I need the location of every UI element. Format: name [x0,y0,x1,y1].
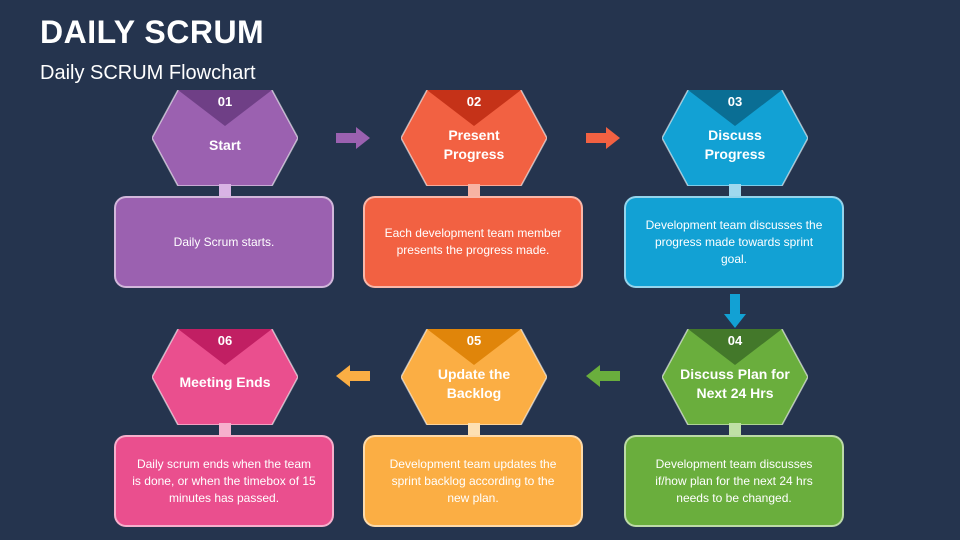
step-5-description: Development team updates the sprint back… [363,435,583,527]
page-title: DAILY SCRUM [40,14,265,50]
step-5-connector [468,423,480,437]
arrow-right-icon [336,127,370,149]
step-6-hexagon [152,329,298,425]
step-4-number: 04 [727,333,743,348]
step-1-connector [219,184,231,198]
step-3-number: 03 [727,94,743,109]
step-2-description: Each development team member presents th… [363,196,583,288]
step-3-description: Development team discusses the progress … [624,196,844,288]
step-6-connector [219,423,231,437]
step-4-connector [729,423,741,437]
step-4-hexagon [662,329,808,425]
step-5-number: 05 [466,333,482,348]
step-5-label: Update the Backlog [437,366,511,401]
step-2-number: 02 [466,94,482,109]
arrow-right-icon [586,127,620,149]
arrow-left-icon [586,365,620,387]
arrow-down-icon [724,294,746,328]
step-3-hexagon [662,90,808,186]
step-1-description: Daily Scrum starts. [114,196,334,288]
arrow-left-icon [336,365,370,387]
step-1-label: Start [209,136,241,153]
step-1-number: 01 [217,94,233,109]
step-4-description: Development team discusses if/how plan f… [624,435,844,527]
step-3-label: Discuss Progress [704,127,766,162]
step-6-number: 06 [217,333,233,348]
step-4-label: Discuss Plan for Next 24 Hrs [680,366,790,401]
step-2-connector [468,184,480,198]
step-3-connector [729,184,741,198]
page-subtitle: Daily SCRUM Flowchart [40,62,256,84]
step-2-hexagon [401,90,547,186]
step-1-hexagon [152,90,298,186]
step-6-label: Meeting Ends [179,373,271,390]
step-6-description: Daily scrum ends when the team is done, … [114,435,334,527]
step-2-label: Present Progress [443,127,505,162]
step-5-hexagon [401,329,547,425]
